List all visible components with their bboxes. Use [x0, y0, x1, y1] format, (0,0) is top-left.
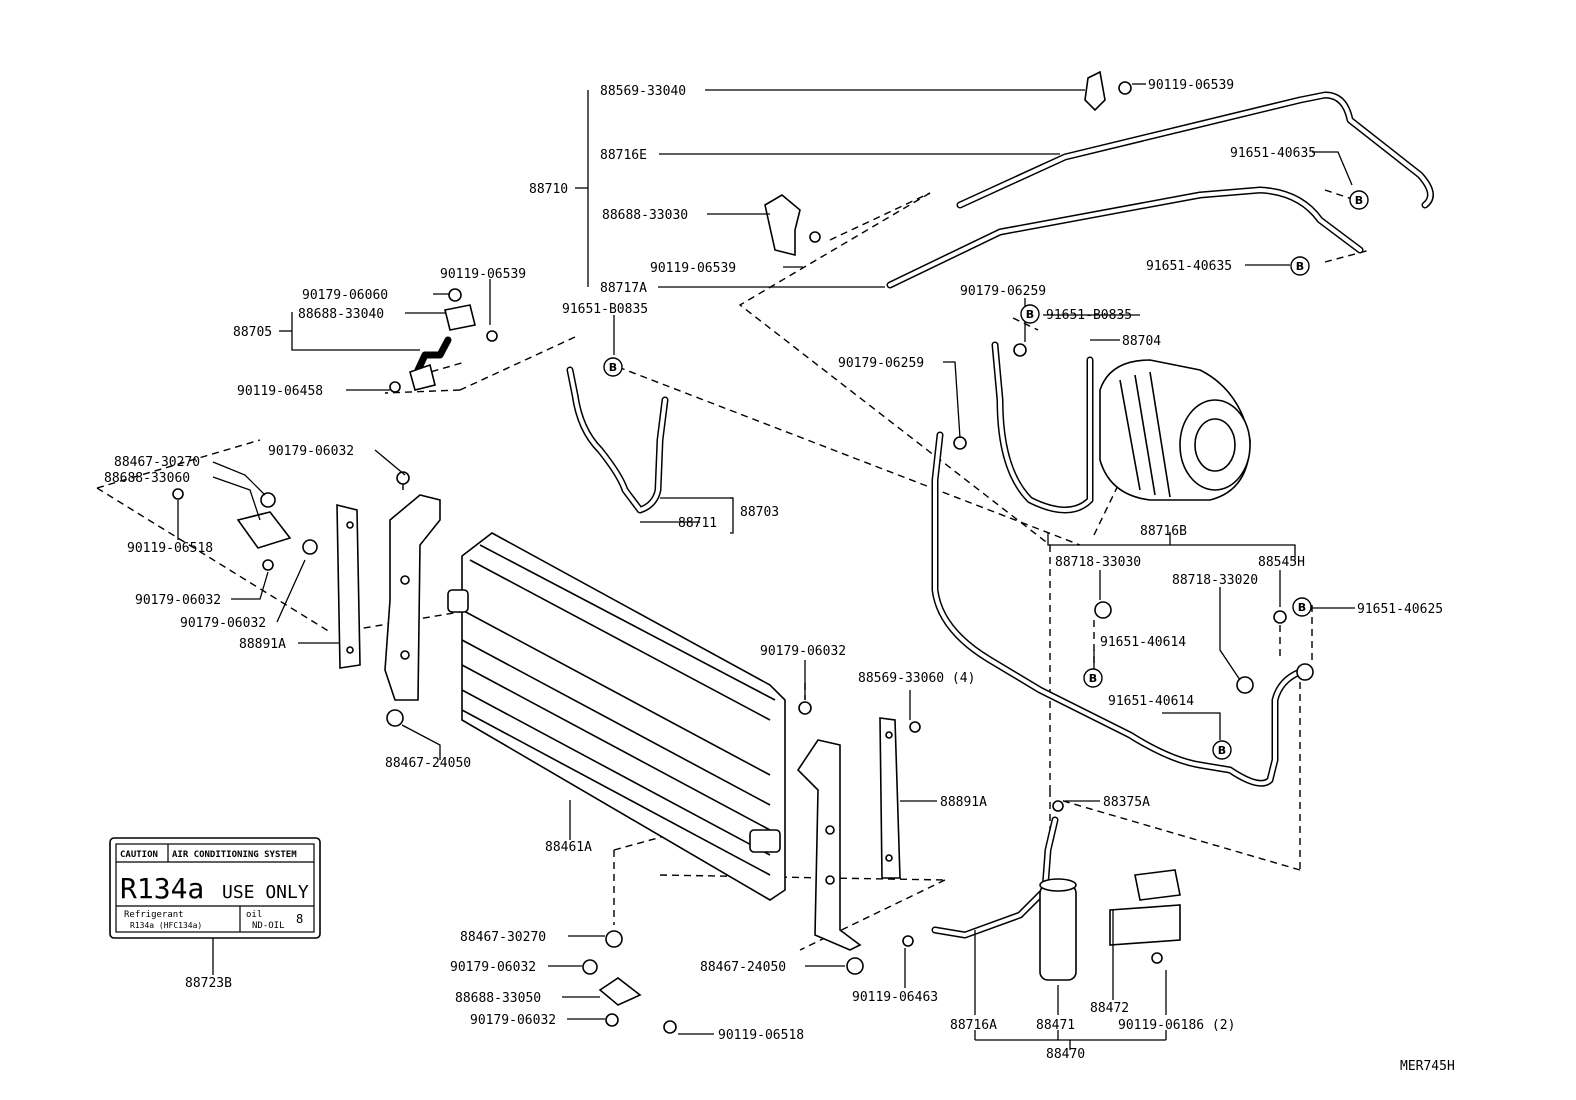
- svg-text:B: B: [1355, 194, 1363, 207]
- leader-lines: [177, 83, 1355, 1050]
- part-88688-33060: 88688-33060: [104, 471, 190, 486]
- support-brackets: [236, 70, 1106, 1006]
- part-88467-24050-a: 88467-24050: [385, 756, 471, 771]
- part-88467-24050-b: 88467-24050: [700, 960, 786, 975]
- part-88467-30270-a: 88467-30270: [114, 455, 200, 470]
- part-88711: 88711: [678, 516, 717, 531]
- part-90179-06032-d: 90179-06032: [760, 644, 846, 659]
- part-88688-33040: 88688-33040: [298, 307, 384, 322]
- use-only-text: USE ONLY: [222, 882, 309, 903]
- part-88472: 88472: [1090, 1001, 1129, 1016]
- condenser-88461A: [447, 532, 786, 901]
- b-marker-4: B: [603, 357, 623, 377]
- part-88718-33020: 88718-33020: [1172, 573, 1258, 588]
- part-90119-06458: 90119-06458: [237, 384, 323, 399]
- b-marker-6: B: [1083, 668, 1103, 688]
- part-90119-06539-a: 90119-06539: [1148, 78, 1234, 93]
- part-88461A: 88461A: [545, 840, 592, 855]
- refrigerant-lines: [414, 91, 1434, 939]
- part-91651-40614-a: 91651-40614: [1100, 635, 1186, 650]
- b-marker-5: B: [1292, 597, 1312, 617]
- svg-text:B: B: [1296, 260, 1304, 273]
- system-text: AIR CONDITIONING SYSTEM: [172, 850, 297, 860]
- part-88375A: 88375A: [1103, 795, 1150, 810]
- svg-text:B: B: [1026, 308, 1034, 321]
- part-88569-33040: 88569-33040: [600, 84, 686, 99]
- part-90179-06060: 90179-06060: [302, 288, 388, 303]
- part-90119-06518-b: 90119-06518: [718, 1028, 804, 1043]
- compressor: [1099, 359, 1251, 501]
- b-markers: B B B B B B B: [603, 190, 1369, 760]
- part-91651-40614-b: 91651-40614: [1108, 694, 1194, 709]
- part-88471: 88471: [1036, 1018, 1075, 1033]
- b-marker-7: B: [1212, 740, 1232, 760]
- part-90179-06032-f: 90179-06032: [470, 1013, 556, 1028]
- part-88716B: 88716B: [1140, 524, 1187, 539]
- part-88710: 88710: [529, 182, 568, 197]
- part-91651-40635-b: 91651-40635: [1146, 259, 1232, 274]
- part-88718-33030: 88718-33030: [1055, 555, 1141, 570]
- receiver-dryer: [1039, 869, 1181, 981]
- part-90179-06032-a: 90179-06032: [268, 444, 354, 459]
- caution-text: CAUTION: [120, 850, 158, 860]
- part-90179-06032-c: 90179-06032: [180, 616, 266, 631]
- part-88723B: 88723B: [185, 976, 232, 991]
- part-88467-30270-b: 88467-30270: [460, 930, 546, 945]
- part-90119-06186: 90119-06186 (2): [1118, 1018, 1235, 1033]
- part-90179-06032-b: 90179-06032: [135, 593, 221, 608]
- part-90179-06032-e: 90179-06032: [450, 960, 536, 975]
- part-91651-40635-a: 91651-40635: [1230, 146, 1316, 161]
- part-88717A: 88717A: [600, 281, 647, 296]
- b-marker-1: B: [1349, 190, 1369, 210]
- diagram-code: MER745H: [1400, 1059, 1455, 1074]
- part-88688-33050: 88688-33050: [455, 991, 541, 1006]
- fasteners: [172, 81, 1314, 1034]
- b-marker-2: B: [1290, 256, 1310, 276]
- part-88688-33030: 88688-33030: [602, 208, 688, 223]
- refrigerant-text: Refrigerant: [124, 910, 184, 920]
- part-88705: 88705: [233, 325, 272, 340]
- svg-text:B: B: [609, 361, 617, 374]
- part-88569-33060: 88569-33060 (4): [858, 671, 975, 686]
- oil-text: oil: [246, 910, 262, 920]
- part-88703: 88703: [740, 505, 779, 520]
- part-91651-40625: 91651-40625: [1357, 602, 1443, 617]
- refrigerant-big-text: R134a: [120, 872, 204, 905]
- part-88891A-a: 88891A: [239, 637, 286, 652]
- part-90119-06539-c: 90119-06539: [440, 267, 526, 282]
- svg-text:B: B: [1298, 601, 1306, 614]
- part-90119-06518-a: 90119-06518: [127, 541, 213, 556]
- part-88716A: 88716A: [950, 1018, 997, 1033]
- part-labels: 88569-33040 90119-06539 88716E 91651-406…: [104, 78, 1455, 1074]
- part-88891A-b: 88891A: [940, 795, 987, 810]
- caution-label: CAUTION AIR CONDITIONING SYSTEM R134a US…: [109, 837, 321, 939]
- oil-num-text: 8: [296, 912, 303, 926]
- part-90119-06539-b: 90119-06539: [650, 261, 736, 276]
- part-90119-06463: 90119-06463: [852, 990, 938, 1005]
- part-88716E: 88716E: [600, 148, 647, 163]
- part-88545H: 88545H: [1258, 555, 1305, 570]
- svg-text:B: B: [1218, 744, 1226, 757]
- part-90179-06259-a: 90179-06259: [960, 284, 1046, 299]
- refrigerant-type-text: R134a (HFC134a): [130, 921, 202, 930]
- part-90179-06259-b: 90179-06259: [838, 356, 924, 371]
- part-88704: 88704: [1122, 334, 1161, 349]
- part-91651-B0835-a: 91651-B0835: [1046, 308, 1132, 323]
- part-91651-B0835-b: 91651-B0835: [562, 302, 648, 317]
- svg-text:B: B: [1089, 672, 1097, 685]
- b-marker-3: B: [1020, 304, 1040, 324]
- part-88470: 88470: [1046, 1047, 1085, 1062]
- oil-type-text: ND-OIL: [252, 921, 285, 931]
